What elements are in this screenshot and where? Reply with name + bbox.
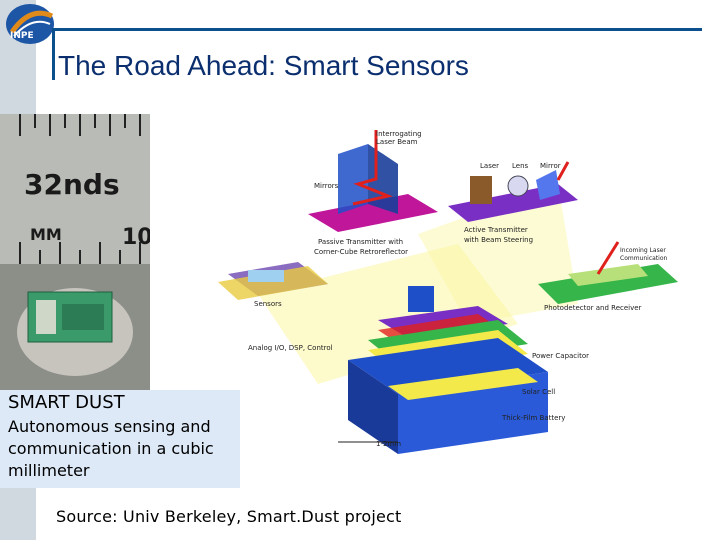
smart-dust-photo: 32nds MM 10 — [0, 114, 150, 390]
passive-transmitter — [308, 130, 438, 232]
title-vertical-rule — [52, 28, 55, 80]
logo-text: INPE — [10, 31, 34, 41]
source-note: Source: Univ Berkeley, Smart.Dust projec… — [56, 507, 402, 526]
title-rule — [55, 28, 702, 31]
label-solar-cell: Solar Cell — [522, 388, 555, 396]
label-battery: Thick-Film Battery — [501, 414, 565, 422]
caption-box — [0, 390, 240, 488]
label-lens: Lens — [512, 162, 529, 170]
label-laser: Laser — [480, 162, 499, 170]
active-transmitter — [448, 161, 578, 222]
label-dimension: 1-2mm — [376, 440, 401, 448]
ruler-label-mm: MM — [30, 225, 62, 244]
label-sensors: Sensors — [254, 300, 282, 308]
caption-line: millimeter — [8, 461, 90, 480]
ruler-label-32nds: 32nds — [24, 168, 120, 201]
central-stack — [348, 286, 548, 454]
caption-body: Autonomous sensing and communication in … — [8, 416, 236, 482]
label-mirrors: Mirrors — [314, 182, 339, 190]
ruler-label-10: 10 — [122, 225, 150, 250]
sensors-board — [218, 262, 328, 300]
caption-title: SMART DUST — [8, 392, 125, 413]
photodetector-board — [538, 241, 678, 304]
label-power-capacitor: Power Capacitor — [532, 352, 589, 360]
caption-line: Autonomous sensing and — [8, 417, 211, 436]
label-mirror: Mirror — [540, 162, 561, 170]
slide-title: The Road Ahead: Smart Sensors — [58, 50, 469, 81]
label-analog: Analog I/O, DSP, Control — [248, 344, 333, 352]
caption-line: communication in a cubic — [8, 439, 214, 458]
label-photodetector: Photodetector and Receiver — [544, 304, 642, 312]
inpe-logo: INPE — [6, 4, 54, 44]
ruler-ticks — [19, 114, 141, 264]
